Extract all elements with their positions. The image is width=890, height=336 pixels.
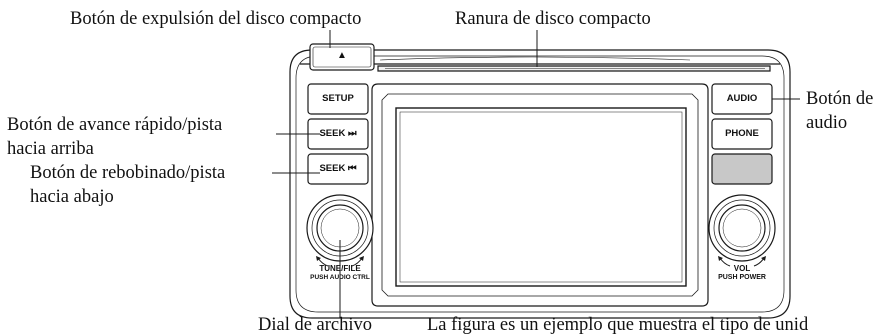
callout-audio-line1: Botón de <box>806 89 874 109</box>
volume-knob <box>718 204 766 252</box>
callout-slot: Ranura de disco compacto <box>455 9 651 29</box>
eject-button-shape <box>309 43 375 71</box>
setup-button[interactable]: SETUP <box>322 93 354 104</box>
blank-button-shape <box>711 153 773 185</box>
file-dial-label: TUNE/FILE <box>319 264 361 273</box>
callout-audio-line2: audio <box>806 113 848 133</box>
callout-seek-down-line2: hacia abajo <box>30 187 114 207</box>
seek-down-button[interactable]: SEEK ⏮ <box>319 163 357 174</box>
audio-button[interactable]: AUDIO <box>726 93 758 104</box>
callout-seek-down-line1: Botón de rebobinado/pista <box>30 163 226 183</box>
phone-button[interactable]: PHONE <box>725 128 759 139</box>
volume-knob-label: VOL <box>733 264 751 273</box>
seek-down-button-shape <box>307 153 369 185</box>
figure-note: La figura es un ejemplo que muestra el t… <box>427 315 809 335</box>
callout-seek-up-line1: Botón de avance rápido/pista <box>7 115 223 135</box>
file-dial-sublabel: PUSH AUDIO CTRL <box>310 274 370 281</box>
unit-housing <box>289 49 791 319</box>
display-screen <box>395 107 687 287</box>
volume-knob-sublabel: PUSH POWER <box>718 274 766 281</box>
callout-file-dial: Dial de archivo <box>258 315 373 335</box>
callout-seek-up-line2: hacia arriba <box>7 139 94 159</box>
phone-button-shape <box>711 118 773 150</box>
screen-recess <box>371 83 709 307</box>
callout-eject: Botón de expulsión del disco compacto <box>70 9 362 29</box>
eject-icon[interactable]: ▲ <box>337 50 347 61</box>
seek-up-button[interactable]: SEEK ⏭ <box>319 128 357 139</box>
setup-button-shape <box>307 83 369 115</box>
